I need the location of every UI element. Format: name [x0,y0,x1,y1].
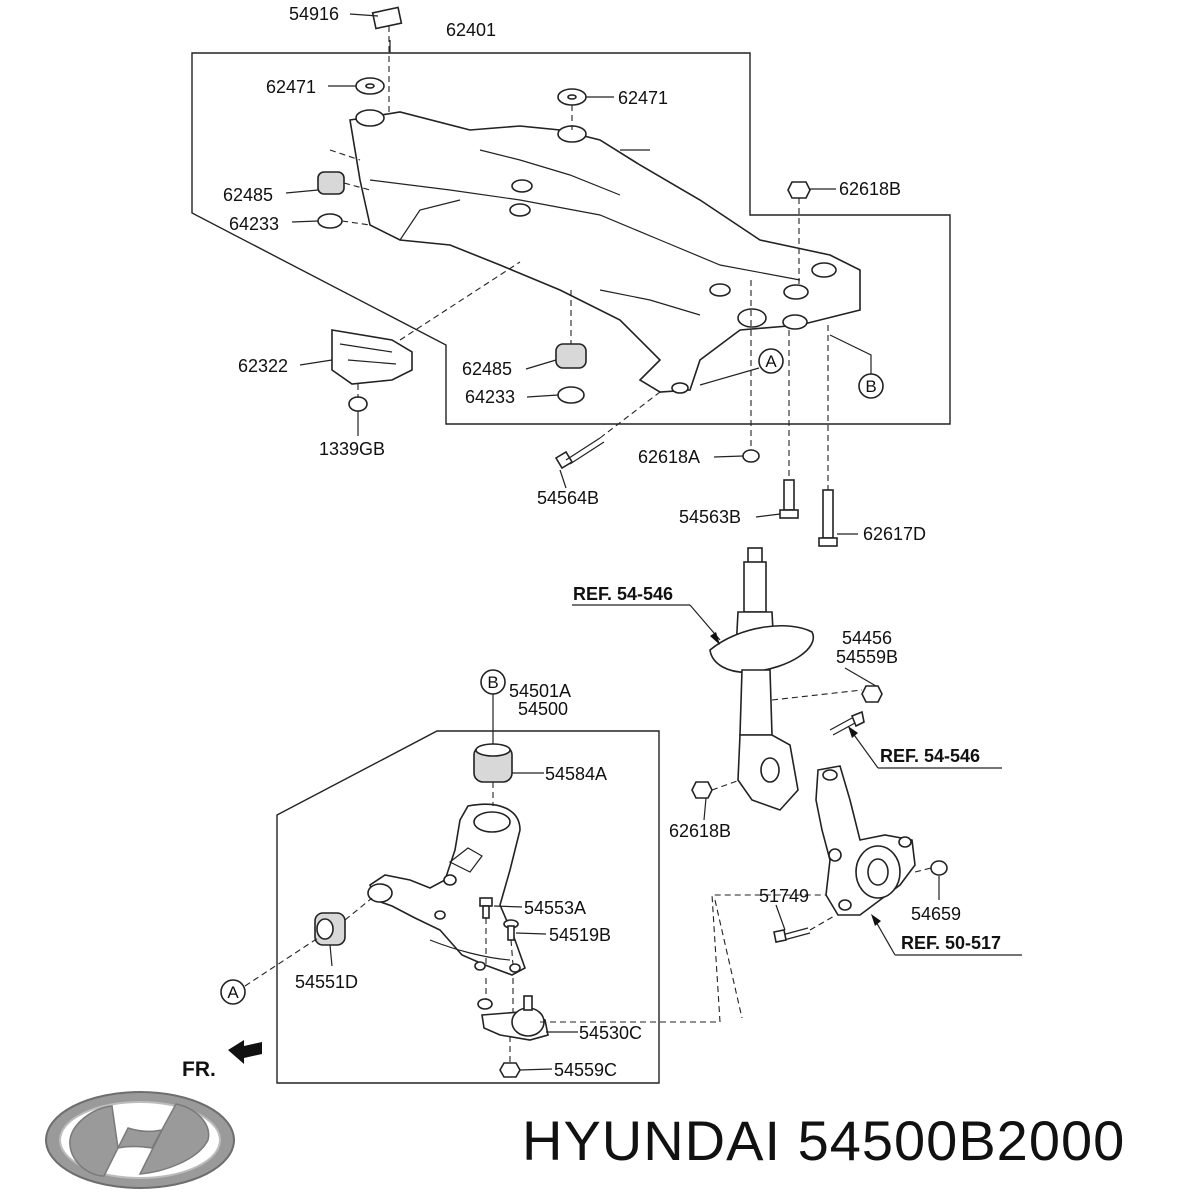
front-arrow-icon [228,1040,262,1064]
ref-leader-knuckle [871,914,1022,956]
label-54553A: 54553A [524,898,586,918]
label-62471-right: 62471 [618,88,668,108]
label-54564B: 54564B [537,488,599,508]
label-62618B-upper: 62618B [839,179,901,199]
part-62617D-bolt [818,489,838,547]
label-54916: 54916 [289,4,339,24]
subframe-group-box [191,52,951,425]
callout-a-lower-text: A [227,983,239,1002]
lower-arm-group-box [276,730,660,1084]
label-54559C: 54559C [554,1060,617,1080]
part-labels: 54916 62401 62471 62471 62485 64233 6261… [223,4,1001,1080]
callout-b-upper-text: B [865,377,876,396]
label-64233-lower: 64233 [465,387,515,407]
part-62485-bushing-lower [555,343,587,369]
callout-a-upper [758,348,784,374]
front-indicator: FR. [182,1058,216,1081]
part-62618A-nut [742,449,760,463]
part-54519B-bolt [503,919,519,941]
label-62618A: 62618A [638,447,700,467]
part-64233-nut-upper [317,213,343,229]
label-62471-left: 62471 [266,77,316,97]
part-54659-nut [930,860,948,876]
part-54916-plate [371,6,403,30]
part-54563B-bolt [779,479,799,519]
label-54563B: 54563B [679,507,741,527]
ref-leader-strut-side [848,726,1002,769]
strut-assembly [709,547,815,811]
label-64233-upper: 64233 [229,214,279,234]
part-caption: HYUNDAI 54500B2000 [522,1108,1125,1173]
label-62485-upper: 62485 [223,185,273,205]
part-62618B-nut-lower [691,781,713,799]
hyundai-logo-icon [45,1091,235,1189]
ref-label-knuckle: REF. 50-517 [901,933,1001,953]
part-51749-bolt [773,927,811,943]
part-54530C-ball-joint [477,995,549,1041]
label-62618B-lower: 62618B [669,821,731,841]
callout-b-lower [480,669,506,695]
strut-bolt [829,710,865,736]
ref-leader-strut-top [572,604,721,645]
part-1339GB-nut [348,396,368,412]
part-number: 54500B2000 [797,1109,1126,1172]
label-62617D: 62617D [863,524,926,544]
label-54456: 54456 [842,628,892,648]
label-54659: 54659 [911,904,961,924]
label-1339GB: 1339GB [319,439,385,459]
label-51749: 51749 [759,886,809,906]
callout-b-lower-text: B [487,673,498,692]
lower-control-arm [367,803,526,976]
label-54501A: 54501A [509,681,571,701]
callout-a-upper-text: A [765,352,777,371]
part-62485-bushing-upper [317,171,345,195]
label-54559B: 54559B [836,647,898,667]
leader-lines [285,13,940,1071]
label-54551D: 54551D [295,972,358,992]
label-54530C: 54530C [579,1023,642,1043]
label-62485-lower: 62485 [462,359,512,379]
callout-a-lower [220,979,246,1005]
subframe-crossmember [349,109,861,394]
label-54519B: 54519B [549,925,611,945]
ref-label-strut-side: REF. 54-546 [880,746,980,766]
brand-name: HYUNDAI [522,1109,782,1172]
part-54559B-nut [861,685,883,703]
part-62618B-nut-upper [787,181,811,199]
steering-knuckle [815,765,916,916]
ref-label-strut-top: REF. 54-546 [573,584,673,604]
part-54564B-bolt [554,437,605,470]
label-62322: 62322 [238,356,288,376]
part-64233-nut-lower [557,386,585,404]
label-54584A: 54584A [545,764,607,784]
part-62322-bracket [331,329,413,385]
part-54559C-nut [499,1062,521,1078]
label-62401: 62401 [446,20,496,40]
label-54500: 54500 [518,699,568,719]
